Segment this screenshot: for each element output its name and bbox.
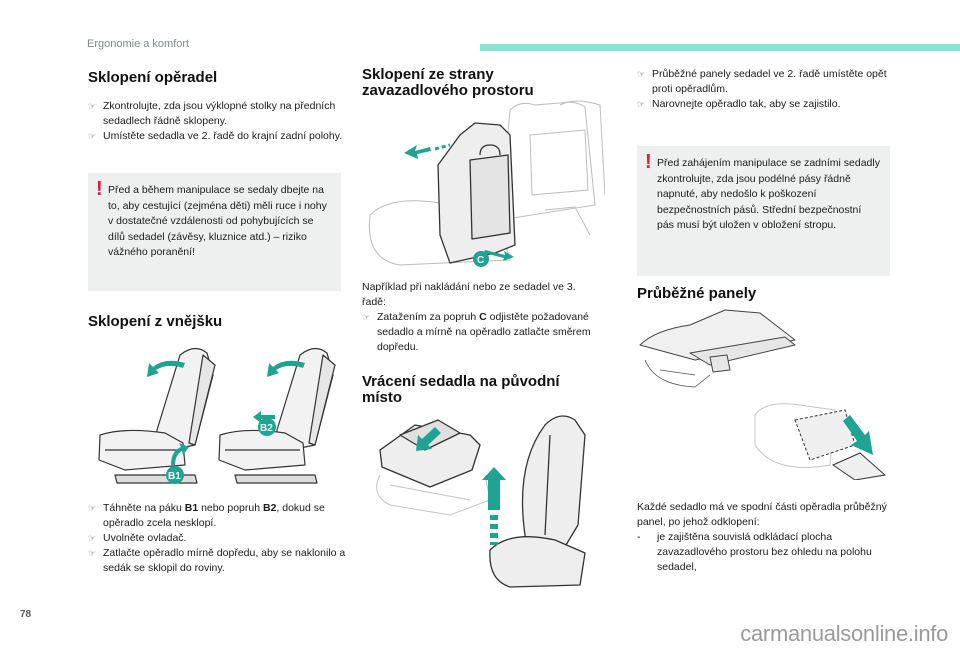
warning-text: Před zahájením manipulace se zadními sed… (657, 157, 880, 231)
upright-seat-cushion (489, 536, 586, 588)
panel-folded-down (831, 452, 887, 480)
section-accent-bar (480, 44, 960, 51)
seat-return-illustration (376, 415, 586, 588)
label-b2-badge (258, 418, 276, 436)
raise-arrow-icon (482, 467, 506, 510)
list-item: -je zajištěna souvislá odkládací plocha … (637, 531, 872, 573)
exclamation-icon: ! (645, 151, 652, 173)
list-item: ☞Zatažením za popruh C odjistěte požadov… (362, 311, 591, 353)
pull-arrow-icon (253, 411, 275, 423)
bullet-list: ☞Průběžné panely sedadel ve 2. řadě umís… (637, 67, 892, 112)
list-item: ☞Průběžné panely sedadel ve 2. řadě umís… (637, 68, 887, 95)
text-block: Každé sedadlo má ve spodní části opěradl… (637, 500, 892, 575)
warning-text: Před a během manipulace se sedaly dbejte… (108, 184, 327, 258)
label-b2: B2 (260, 423, 273, 434)
warning-box: ! Před a během manipulace se sedaly dbej… (88, 173, 341, 291)
list-item: ☞Táhněte na páku B1 nebo popruh B2, doku… (88, 502, 325, 529)
column-1: Sklopení opěradel ☞Zkontrolujte, zda jso… (88, 60, 343, 144)
pointing-hand-icon: ☞ (637, 99, 646, 109)
fold-down-arrow-icon (843, 415, 873, 455)
label-c-badge (473, 251, 489, 267)
section-header-title: Ergonomie a komfort (87, 38, 190, 50)
exclamation-icon: ! (96, 178, 103, 200)
watermark: carmanualsonline.info (740, 621, 948, 646)
intro-text: Například při nakládání nebo ze sedadel … (362, 281, 576, 308)
heading-sklopeni-ze-strany-zavazadloveho-prostoru: Sklopení ze strany zavazadlového prostor… (362, 66, 534, 99)
pull-strap-arrow-icon (484, 250, 514, 261)
warning-box: ! Před zahájením manipulace se zadními s… (637, 146, 890, 276)
pointing-hand-icon: ☞ (362, 312, 371, 322)
heading-vraceni-sedadla: Vrácení sedadla na původní místo (362, 373, 560, 406)
text-block: Například při nakládání nebo ze sedadel … (362, 280, 602, 355)
list-item: ☞Zatlačte opěradlo mírně dopředu, aby se… (88, 547, 346, 574)
seat-fold-illustration: B1 B2 (98, 347, 336, 484)
pass-through-panels-illustration (639, 309, 887, 480)
fold-forward-arrow-icon (404, 145, 431, 159)
pointing-hand-icon: ☞ (88, 101, 97, 111)
trunk-side-fold-illustration: C (368, 100, 605, 267)
list-item: ☞Zkontrolujte, zda jsou výklopné stolky … (88, 100, 336, 127)
intro-text: Každé sedadlo má ve spodní části opěradl… (637, 501, 887, 528)
push-down-arrow-icon (416, 427, 441, 451)
label-b1: B1 (168, 471, 181, 482)
page-number: 78 (20, 609, 32, 620)
seat-outline-ghost (754, 403, 836, 468)
cushion-outline (376, 474, 491, 516)
bullet-list: ☞Zkontrolujte, zda jsou výklopné stolky … (88, 99, 343, 144)
seat-outline-background (499, 101, 596, 221)
heading-sklopeni-operadel: Sklopení opěradel (88, 69, 218, 86)
dash-list: -je zajištěna souvislá odkládací plocha … (637, 530, 892, 575)
bullet-list: ☞Zatažením za popruh C odjistěte požadov… (362, 310, 602, 355)
heading-sklopeni-z-vnejsku: Sklopení z vnějšku (88, 313, 223, 330)
pointing-hand-icon: ☞ (637, 69, 646, 79)
pointing-hand-icon: ☞ (88, 503, 97, 513)
dash-bullet: - (637, 531, 641, 543)
upright-seat-backrest (521, 415, 586, 556)
bullet-list: ☞Táhněte na páku B1 nebo popruh B2, doku… (88, 501, 348, 576)
pointing-hand-icon: ☞ (88, 548, 97, 558)
heading-prubezne-panely: Průběžné panely (637, 285, 757, 302)
panel-dashed-outline (794, 409, 856, 461)
fold-arrow-icon (267, 360, 305, 377)
list-item: ☞Uvolněte ovladač. (88, 532, 187, 544)
label-c: C (477, 255, 484, 266)
pointing-hand-icon: ☞ (88, 533, 97, 543)
fold-arrow-icon (147, 360, 185, 377)
list-item: ☞Umístěte sedadla ve 2. řadě do krajní z… (88, 130, 343, 142)
label-b1-badge (166, 466, 184, 484)
pointing-hand-icon: ☞ (88, 131, 97, 141)
list-item: ☞Narovnejte opěradlo tak, aby se zajisti… (637, 98, 841, 110)
lever-arrow-icon (171, 443, 189, 465)
